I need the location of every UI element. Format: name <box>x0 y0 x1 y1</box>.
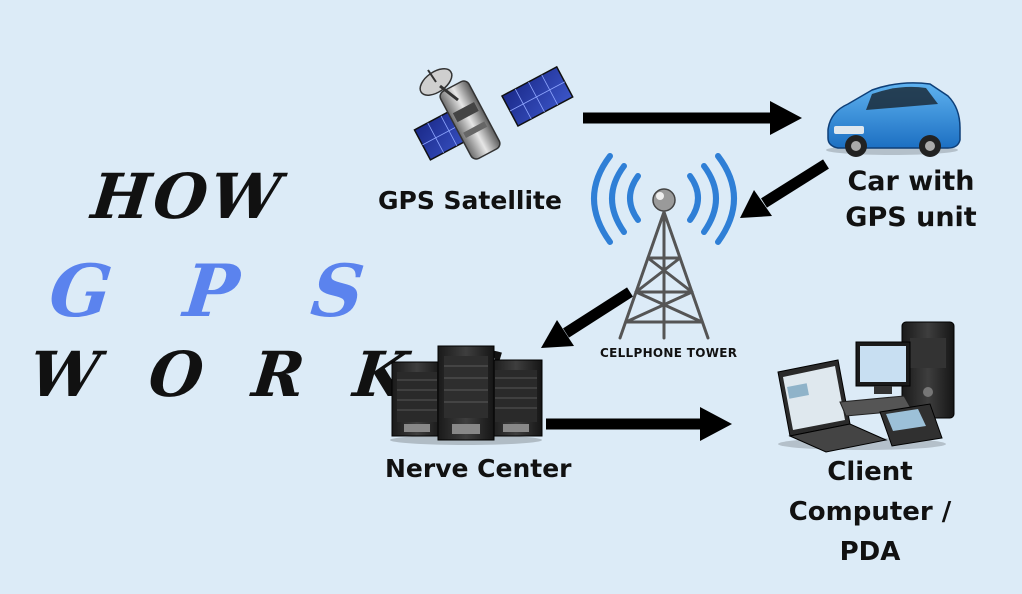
label-cellphone-tower: CELLPHONE TOWER <box>600 346 738 360</box>
arrow-satellite-to-car <box>583 101 802 135</box>
label-nerve-center: Nerve Center <box>385 454 572 483</box>
label-gps-satellite: GPS Satellite <box>378 186 562 215</box>
label-car-with-gps-unit: Car with GPS unit <box>826 164 996 236</box>
servers-icon <box>390 345 543 445</box>
label-car-line1: Car with <box>847 166 975 197</box>
satellite-icon <box>413 65 574 161</box>
label-client-line2: Computer / <box>788 497 952 527</box>
arrow-nerve-center-to-client <box>546 407 732 441</box>
label-client-line3: PDA <box>839 537 901 567</box>
client-computer-icon <box>777 321 955 453</box>
car-icon <box>826 82 961 157</box>
label-client-computer-pda: Client Computer / PDA <box>780 452 960 572</box>
arrow-car-to-tower <box>740 159 829 218</box>
label-car-line2: GPS unit <box>845 202 977 233</box>
arrow-tower-to-nerve-center <box>541 287 633 348</box>
label-client-line1: Client <box>827 457 913 487</box>
cellphone-tower-icon <box>591 153 737 340</box>
